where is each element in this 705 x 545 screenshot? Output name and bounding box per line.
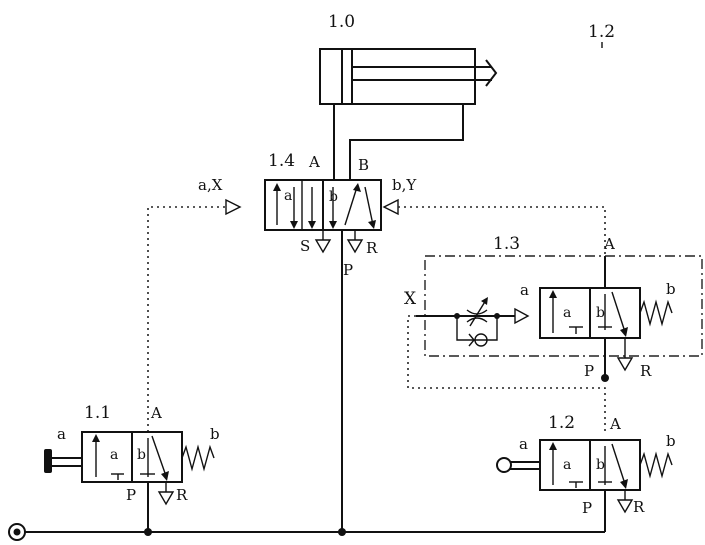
delay-x-label: X: [404, 289, 417, 309]
main-valve: [225, 179, 399, 254]
corner-label: 1.2: [588, 22, 615, 42]
v12-side-b: b: [666, 432, 676, 450]
delay-side-b: b: [666, 280, 676, 298]
v12-id: 1.2: [548, 413, 575, 433]
delay-valve-internals: [416, 256, 673, 372]
v11-box-a: a: [110, 447, 118, 463]
v11-port-p: P: [126, 486, 136, 504]
delay-side-a: a: [520, 281, 529, 299]
main-port-p: P: [343, 261, 353, 279]
v11-box-b: b: [137, 447, 146, 463]
v11-side-b: b: [210, 425, 220, 443]
pilot-line-y: [398, 206, 606, 268]
v12-box-a: a: [563, 457, 571, 473]
v11-port-r: R: [176, 486, 188, 504]
v11-port-a: A: [150, 404, 162, 422]
v11-id: 1.1: [84, 403, 111, 423]
valve-1-1: [44, 431, 215, 532]
delay-box-a: a: [563, 305, 571, 321]
v12-side-a: a: [519, 435, 528, 453]
delay-junction: [601, 374, 609, 382]
v12-port-p: P: [582, 499, 592, 517]
delay-box-b: b: [596, 305, 605, 321]
pilot-line-delay: [407, 315, 606, 432]
line-cyl-to-b: [349, 104, 464, 180]
v12-port-a: A: [609, 415, 621, 433]
v12-box-b: b: [596, 457, 605, 473]
main-valve-id: 1.4: [268, 151, 295, 171]
main-box-a: a: [284, 188, 292, 204]
signal-left-label: a,X: [198, 176, 223, 194]
delay-port-r: R: [640, 362, 652, 380]
double-acting-cylinder: [319, 48, 498, 105]
supply-line: [24, 490, 606, 536]
main-port-b: B: [358, 156, 369, 174]
valve-1-2: [496, 439, 673, 514]
delay-valve-boundary: [424, 255, 703, 357]
cylinder-label: 1.0: [328, 12, 355, 32]
main-port-s: S: [300, 237, 310, 255]
v11-side-a: a: [57, 425, 66, 443]
main-box-b: b: [329, 189, 338, 205]
v12-port-r: R: [633, 498, 645, 516]
delay-port-a: A: [603, 235, 615, 253]
air-source-icon: [8, 523, 26, 541]
delay-valve-id: 1.3: [493, 234, 520, 254]
delay-port-p: P: [584, 362, 594, 380]
pilot-line-x: [147, 206, 226, 432]
main-port-r: R: [366, 239, 378, 257]
signal-right-label: b,Y: [392, 176, 417, 194]
main-port-a: A: [308, 153, 320, 171]
